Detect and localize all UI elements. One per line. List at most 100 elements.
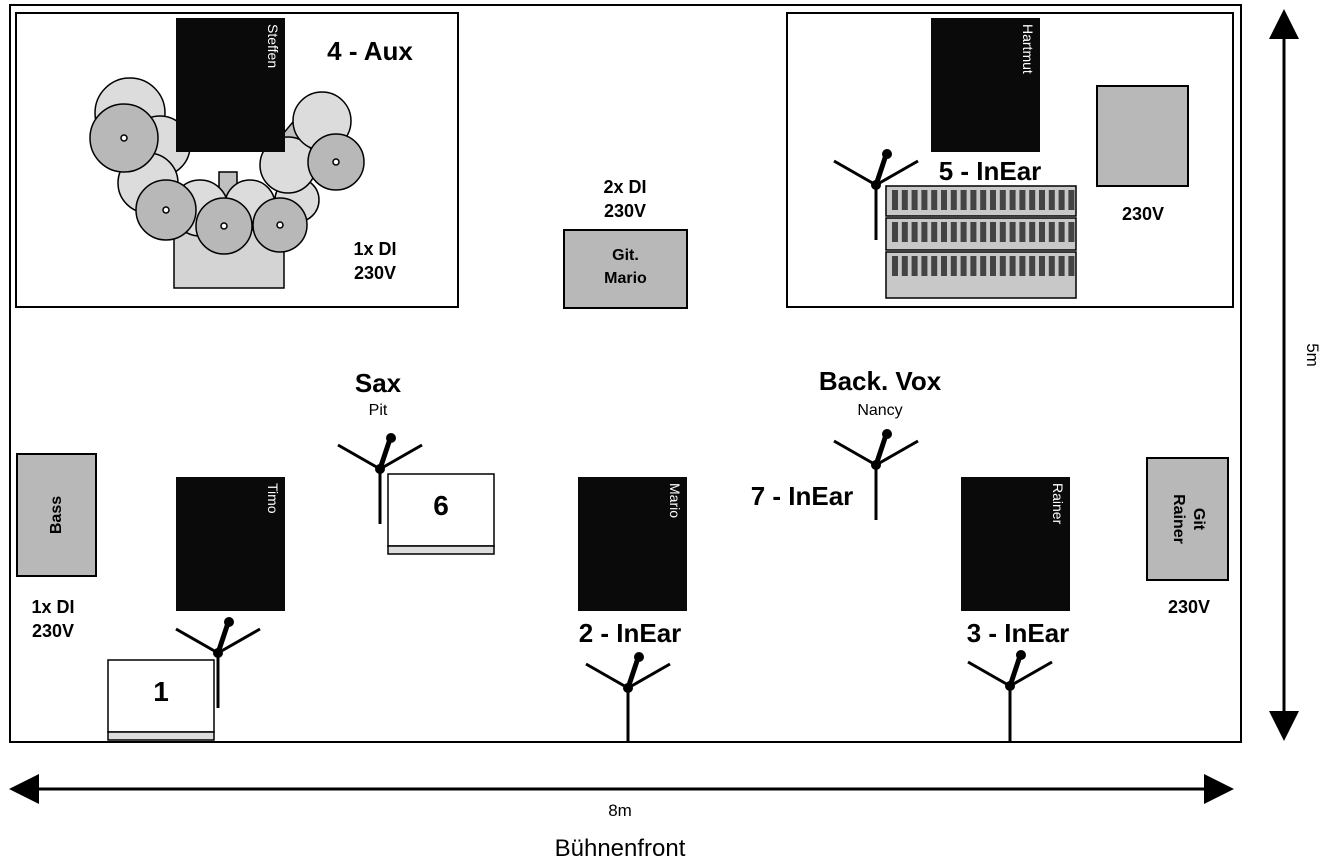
monitor-1: 1	[108, 660, 214, 732]
front-label: Bühnenfront	[554, 835, 686, 862]
keyboard-key	[999, 222, 1006, 242]
center-power-di: 2x DI	[603, 177, 647, 197]
label-inear2: 2 - InEar	[578, 618, 682, 648]
amp-git-mario-line1: Git.	[612, 247, 639, 264]
bass-power-di: 1x DI	[31, 597, 75, 617]
amp-git-mario: Git. Mario	[563, 229, 688, 309]
photo-rainer-name: Rainer	[1050, 483, 1066, 525]
keyboard-key	[1009, 256, 1016, 276]
keyboard-key	[1029, 190, 1036, 210]
bass-power-230v: 230V	[31, 621, 75, 641]
keyboard-key	[999, 256, 1006, 276]
photo-hartmut-name: Hartmut	[1020, 24, 1036, 74]
width-label: 8m	[608, 801, 632, 820]
center-power-230v: 230V	[603, 201, 647, 221]
amp-git-rainer-line1: Git	[1189, 507, 1207, 531]
keyboard-key	[960, 190, 967, 210]
keyboard-key	[941, 256, 947, 276]
keyboard-key	[931, 190, 938, 210]
keyboard-key	[1029, 222, 1036, 242]
keyboard-key	[911, 190, 918, 210]
keyboard-key	[980, 190, 987, 210]
keyboard-key	[901, 222, 908, 242]
keyboard-key	[950, 222, 957, 242]
keyboard-key	[1039, 222, 1045, 242]
keyboard-key	[921, 256, 928, 276]
keyboard-key	[1058, 222, 1065, 242]
label-sax-person: Pit	[368, 402, 388, 419]
keyboard-key	[950, 190, 957, 210]
photo-rainer: Rainer	[961, 477, 1070, 611]
keyboard-key	[1019, 222, 1026, 242]
label-inear7: 7 - InEar	[750, 481, 854, 511]
keyboard-key	[1009, 190, 1016, 210]
keyboard-key	[999, 190, 1006, 210]
git-rainer-power-230v: 230V	[1167, 597, 1211, 617]
monitor-6: 6	[388, 474, 494, 546]
mic-stand-icon	[968, 650, 1052, 741]
monitor-1-number: 1	[153, 676, 169, 707]
photo-timo: Timo	[176, 477, 285, 611]
keyboard-key	[960, 222, 967, 242]
keyboard-key	[1048, 256, 1055, 276]
keyboard-key	[911, 256, 918, 276]
keyboard-key	[980, 256, 987, 276]
mic-stand-icon	[586, 652, 670, 743]
keys-power-230v: 230V	[1121, 204, 1165, 224]
keyboard-icon	[885, 185, 1077, 299]
keyboard-key	[1019, 256, 1026, 276]
keyboard-key	[1019, 190, 1026, 210]
keyboard-key	[990, 222, 996, 242]
drums-power-230v: 230V	[353, 263, 397, 283]
keyboard-key	[990, 190, 996, 210]
label-inear5: 5 - InEar	[938, 156, 1042, 186]
keyboard-key	[970, 190, 977, 210]
drums-power-di: 1x DI	[353, 239, 397, 259]
keyboard-key	[1068, 222, 1075, 242]
keyboard-key	[1068, 256, 1075, 276]
drum-riser	[15, 12, 459, 308]
amp-bass-label: Bass	[47, 495, 65, 535]
photo-hartmut: Hartmut	[931, 18, 1040, 152]
keyboard-key	[960, 256, 967, 276]
photo-mario-name: Mario	[667, 483, 683, 519]
keyboard-key	[980, 222, 987, 242]
label-sax: Sax	[354, 368, 402, 398]
photo-mario: Mario	[578, 477, 687, 611]
keyboard-key	[970, 222, 977, 242]
keyboard-key	[1048, 222, 1055, 242]
label-backvox: Back. Vox	[818, 366, 942, 396]
keyboard-key	[941, 222, 947, 242]
keys-amp	[1096, 85, 1189, 187]
keyboard-key	[892, 222, 898, 242]
keyboard-key	[921, 190, 928, 210]
keyboard-key	[990, 256, 996, 276]
amp-git-rainer: Git Rainer	[1146, 457, 1229, 581]
keys-riser	[786, 12, 1234, 308]
keyboard-key	[970, 256, 977, 276]
photo-steffen: Steffen	[176, 18, 285, 152]
label-backvox-person: Nancy	[857, 402, 903, 419]
stage-outline	[9, 4, 1242, 743]
keyboard-key	[1068, 190, 1075, 210]
monitor-wedge-icon	[107, 473, 495, 741]
label-aux: 4 - Aux	[327, 36, 413, 66]
label-inear3: 3 - InEar	[966, 618, 1070, 648]
monitor-6-number: 6	[433, 490, 449, 521]
keyboard-key	[901, 190, 908, 210]
keyboard-key	[1039, 256, 1045, 276]
keyboard-key	[931, 256, 938, 276]
keyboard-key	[901, 256, 908, 276]
keyboard-key	[1058, 190, 1065, 210]
keyboard-key	[921, 222, 928, 242]
drum-kit-icon	[89, 77, 365, 289]
amp-bass: Bass	[16, 453, 97, 577]
keyboard-key	[892, 256, 898, 276]
keyboard-key	[950, 256, 957, 276]
keyboard-key	[1048, 190, 1055, 210]
amp-git-mario-line2: Mario	[604, 270, 647, 287]
keyboard-key	[1058, 256, 1065, 276]
keyboard-key	[892, 190, 898, 210]
